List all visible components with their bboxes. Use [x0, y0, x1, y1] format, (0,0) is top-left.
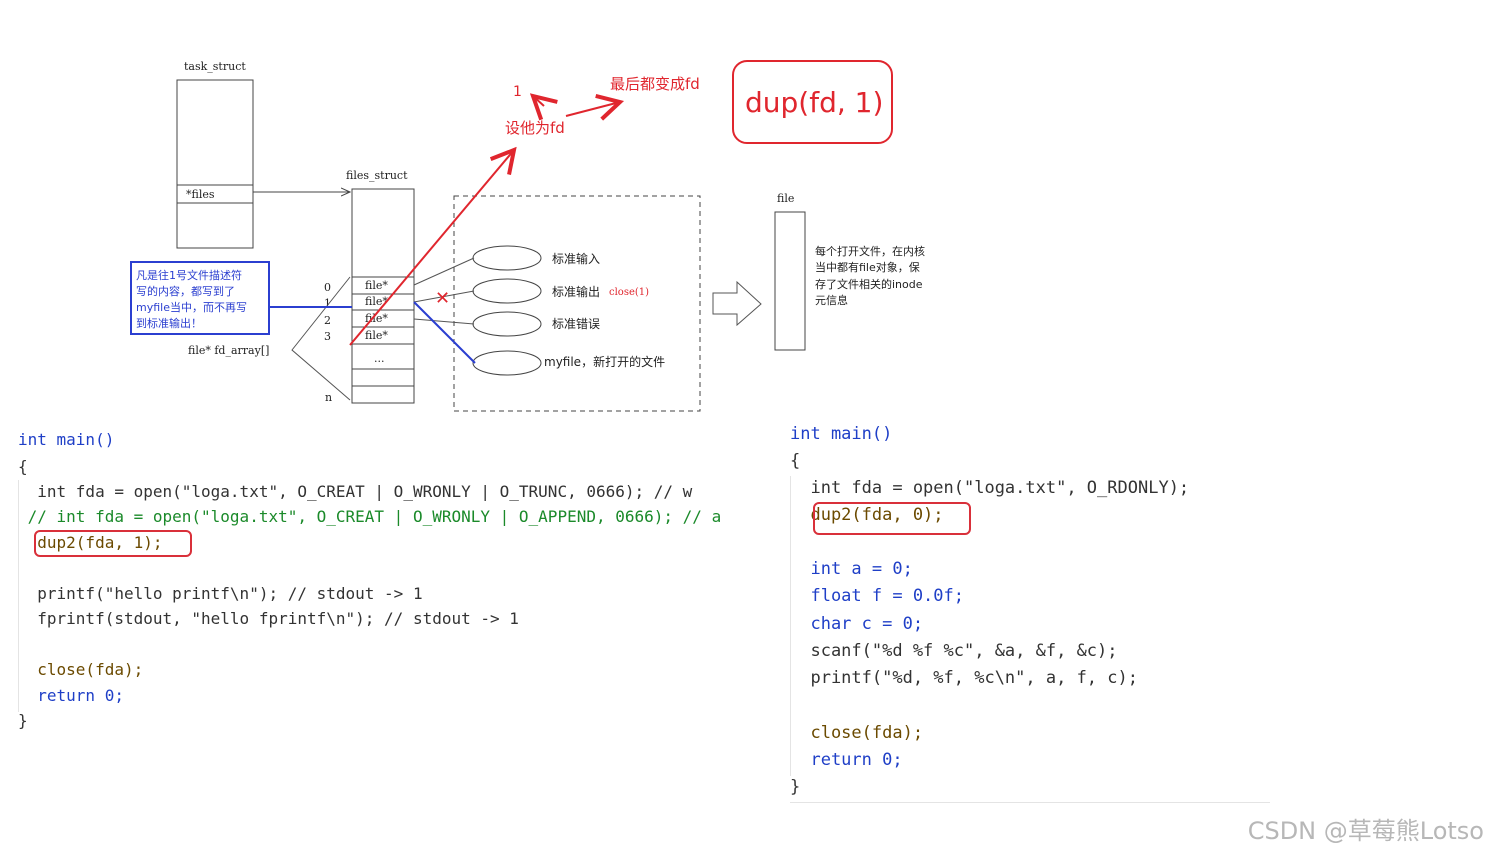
task-struct-box: [176, 79, 254, 249]
file-desc-line-4: 元信息: [815, 293, 848, 307]
right-dup2-highlight: [813, 502, 971, 535]
code-right-line-10: printf("%d, %f, %c\n", a, f, c);: [790, 668, 1138, 688]
fd-cell-3: file*: [365, 329, 388, 342]
code-left-line-1: int main(): [18, 430, 115, 449]
annotation-one: 1: [513, 84, 522, 100]
blue-note-line-3: myfile当中，而不再写: [136, 300, 247, 314]
file-object-box: [774, 211, 806, 351]
watermark: CSDN @草莓熊Lotso: [1247, 817, 1484, 845]
code-right-line-4: dup2(fda, 0);: [790, 505, 944, 525]
code-left-line-12: }: [18, 711, 28, 730]
code-right-line-14: }: [790, 777, 801, 797]
annotation-arrow: [565, 102, 620, 116]
fd-index-3: 3: [324, 330, 331, 343]
left-dup2-highlight: [34, 530, 192, 557]
cut-mark-icon: ✕: [435, 288, 450, 309]
code-right-line-2: {: [790, 451, 801, 471]
stream-myfile-ellipse: [472, 350, 542, 376]
stream-stdout-ellipse: [472, 278, 542, 304]
code-right-line-3: int fda = open("loga.txt", O_RDONLY);: [790, 478, 1190, 498]
fd-index-0: 0: [324, 281, 331, 294]
fd-array-brace: [291, 276, 351, 401]
stream-stdout-label: 标准输出: [552, 284, 600, 299]
stream-stderr-ellipse: [472, 311, 542, 337]
code-left-line-7: printf("hello printf\n"); // stdout -> 1: [18, 584, 423, 603]
fd-index-n: n: [325, 391, 332, 404]
files-struct-box: [351, 188, 415, 404]
code-right: int main() { int fda = open("loga.txt", …: [790, 424, 1290, 804]
red-arrow-to-fd: [349, 150, 514, 346]
files-struct-label: files_struct: [346, 169, 408, 182]
code-right-line-1: int main(): [790, 424, 893, 444]
files-pointer-label: *files: [186, 188, 215, 201]
open-files-area: [453, 195, 701, 412]
dup-callout-text: dup(fd, 1): [745, 86, 883, 119]
blue-note-line-4: 到标准输出！: [136, 316, 202, 330]
code-right-line-13: return 0;: [790, 750, 903, 770]
code-right-line-8: char c = 0;: [790, 614, 924, 634]
stream-stderr-label: 标准错误: [552, 317, 600, 331]
fd-index-2: 2: [324, 314, 331, 327]
code-left-line-11: return 0;: [18, 686, 124, 705]
file-descriptor-diagram: task_struct *files files_struct file* fi…: [130, 60, 925, 412]
hollow-arrow-icon: [712, 280, 762, 327]
file-object-label: file: [777, 192, 794, 205]
code-right-line-7: float f = 0.0f;: [790, 586, 964, 606]
dup-callout-box: [732, 60, 893, 144]
code-left-line-8: fprintf(stdout, "hello fprintf\n"); // s…: [18, 609, 519, 628]
fd-index-1: 1: [324, 297, 331, 310]
fd-array-label: file* fd_array[]: [188, 344, 269, 357]
blue-note-line-2: 写的内容，都写到了: [136, 284, 235, 298]
annotation-final: 最后都变成fd: [610, 75, 700, 93]
fd-cell-0: file*: [365, 279, 388, 292]
code-right-line-6: int a = 0;: [790, 559, 913, 579]
stream-myfile-label: myfile，新打开的文件: [544, 354, 665, 369]
task-struct-label: task_struct: [184, 60, 246, 73]
fd-cell-ellipsis: ...: [374, 352, 385, 365]
blue-note-line-1: 凡是往1号文件描述符: [136, 268, 242, 282]
annotation-set-fd: 设他为fd: [505, 119, 565, 137]
code-left-line-5: dup2(fda, 1);: [18, 533, 163, 552]
file-desc-line-3: 存了文件相关的inode: [815, 277, 923, 291]
fd-cell-1: file*: [365, 295, 388, 308]
file-desc-line-1: 每个打开文件，在内核: [815, 244, 925, 258]
code-right-line-9: scanf("%d %f %c", &a, &f, &c);: [790, 641, 1118, 661]
code-left: int main() { int fda = open("loga.txt", …: [18, 430, 788, 740]
file-desc-line-2: 当中都有file对象，保: [815, 260, 920, 274]
code-left-line-3: int fda = open("loga.txt", O_CREAT | O_W…: [18, 482, 693, 501]
code-left-line-10: close(fda);: [18, 660, 144, 679]
code-left-line-4: // int fda = open("loga.txt", O_CREAT | …: [18, 507, 722, 526]
stream-stdin-ellipse: [472, 245, 542, 271]
code-left-line-2: {: [18, 457, 28, 476]
stream-stdin-label: 标准输入: [552, 251, 600, 266]
close-one-label: close(1): [609, 287, 649, 298]
code-right-line-12: close(fda);: [790, 723, 924, 743]
blue-note-box: [130, 261, 270, 335]
fd1-redirect-line: [413, 301, 476, 364]
